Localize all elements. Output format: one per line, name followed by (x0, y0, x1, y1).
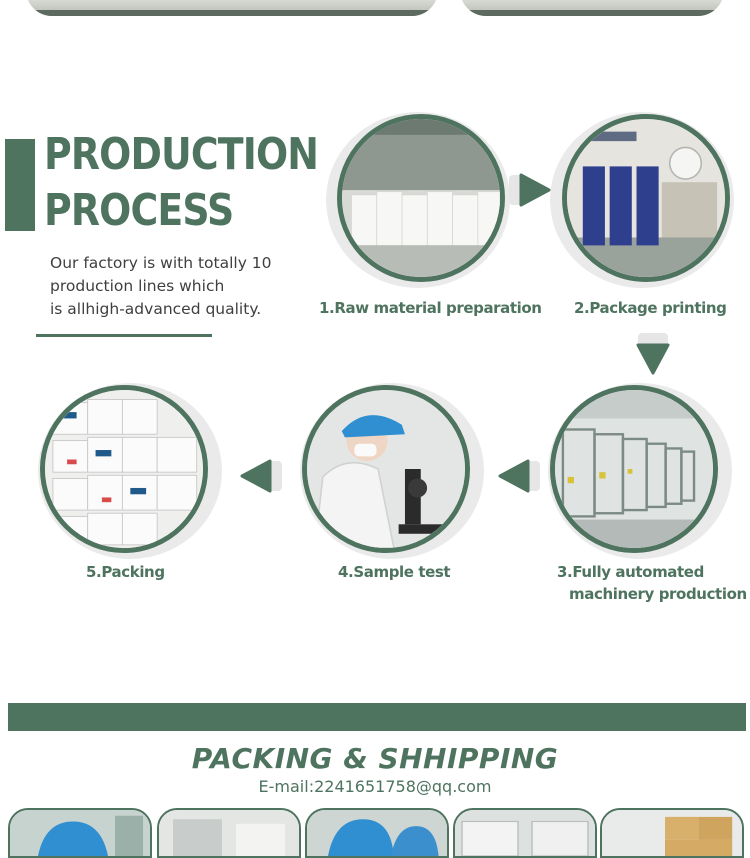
arrow-right-icon (509, 173, 551, 207)
description-line: production lines which (50, 277, 225, 295)
arrow-left-icon (498, 459, 540, 493)
packing-thumb-1 (8, 808, 152, 858)
packing-title: PACKING & SHHIPPING (191, 742, 559, 775)
step1-label: 1.Raw material preparation (319, 299, 542, 317)
step3-label-line1: 3.Fully automated (557, 563, 704, 581)
packing-thumb-2 (157, 808, 301, 858)
step2-label: 2.Package printing (574, 299, 727, 317)
step1-image (337, 114, 505, 282)
step4-image (302, 385, 470, 553)
step4-label: 4.Sample test (338, 563, 451, 581)
title-accent-bar (5, 139, 35, 231)
top-photo-left (26, 0, 438, 16)
arrow-down-icon (636, 333, 670, 375)
description-underline (36, 334, 212, 337)
step3-label-line2: machinery production (569, 585, 747, 603)
top-photo-right (460, 0, 724, 16)
description-line: Our factory is with totally 10 (50, 254, 272, 272)
packing-thumb-5 (600, 808, 744, 858)
section-description: Our factory is with totally 10 productio… (50, 252, 300, 321)
arrow-left-icon (240, 459, 282, 493)
packing-thumb-3 (305, 808, 449, 858)
step5-label: 5.Packing (86, 563, 165, 581)
description-line: is allhigh-advanced quality. (50, 300, 262, 318)
contact-email: E-mail:2241651758@qq.com (258, 777, 492, 796)
section-title-line2: PROCESS (44, 185, 234, 236)
section-title-line1: PRODUCTION (44, 129, 319, 180)
step3-image (550, 385, 718, 553)
step2-image (562, 114, 730, 282)
packing-thumb-4 (453, 808, 597, 858)
step5-image (40, 385, 208, 553)
section-divider-band (8, 703, 746, 731)
